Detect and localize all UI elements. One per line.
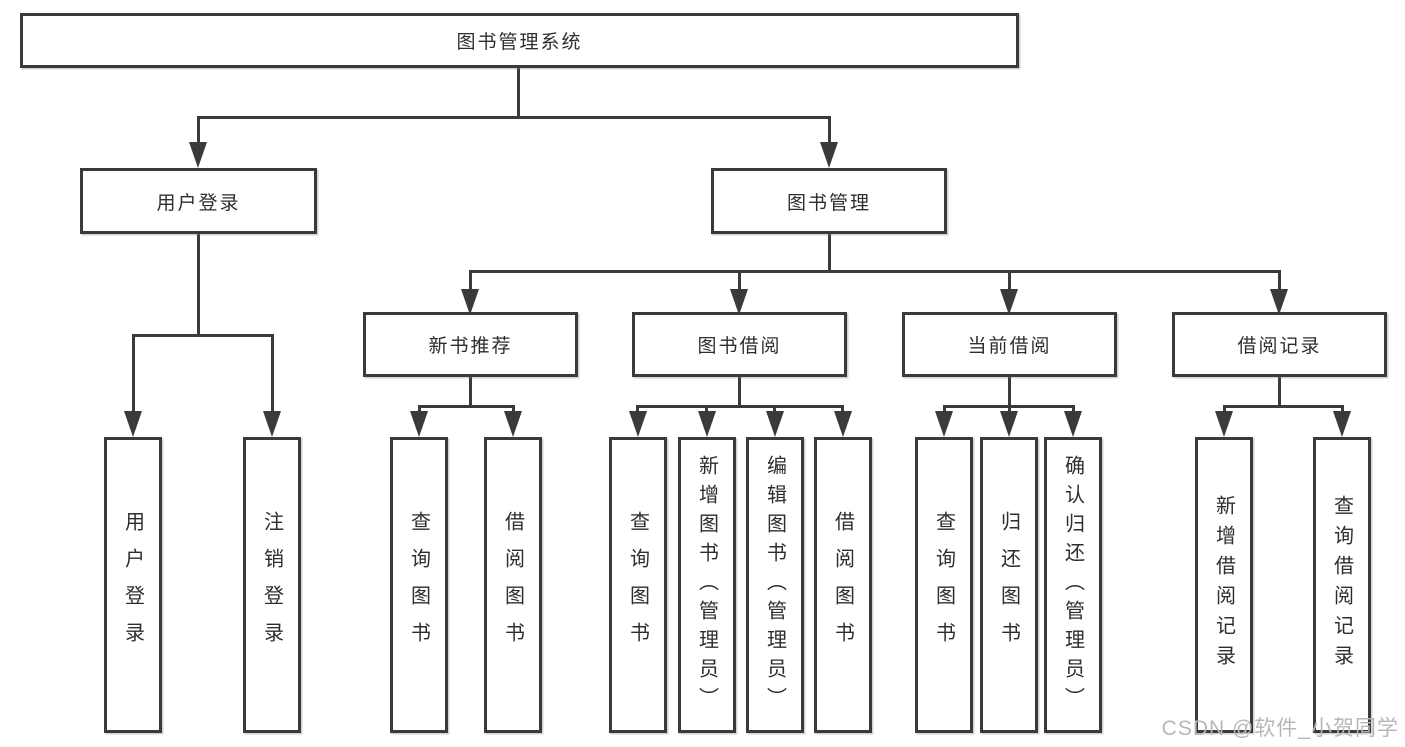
arrow-down-icon bbox=[410, 411, 428, 437]
connector-vline bbox=[1278, 270, 1281, 291]
connector-vline bbox=[1223, 405, 1226, 414]
arrow-down-icon bbox=[935, 411, 953, 437]
node-user-login: 用户登录 bbox=[80, 168, 317, 234]
leaf-records-add-record: 新增借阅记录 bbox=[1195, 437, 1253, 733]
leaf-user-login: 用户登录 bbox=[104, 437, 162, 733]
connector-vline bbox=[1341, 405, 1344, 414]
connector-vline bbox=[841, 405, 844, 414]
watermark: CSDN @软件_小贺同学 bbox=[1161, 717, 1399, 740]
connector-vline bbox=[197, 234, 200, 336]
connector-vline bbox=[469, 377, 472, 408]
leaf-current-confirm-return-admin: 确认归还（管理员） bbox=[1044, 437, 1102, 733]
connector-vline bbox=[197, 116, 200, 144]
connector-vline bbox=[1008, 377, 1011, 408]
leaf-borrow-borrow-books: 借阅图书 bbox=[814, 437, 872, 733]
leaf-borrow-query-books: 查询图书 bbox=[609, 437, 667, 733]
connector-vline bbox=[738, 377, 741, 408]
connector-vline bbox=[469, 270, 472, 291]
connector-hline bbox=[637, 405, 844, 408]
node-new-book-recommend: 新书推荐 bbox=[363, 312, 578, 377]
leaf-current-query-books: 查询图书 bbox=[915, 437, 973, 733]
arrow-down-icon bbox=[1000, 411, 1018, 437]
connector-vline bbox=[517, 68, 520, 119]
arrow-down-icon bbox=[766, 411, 784, 437]
leaf-current-return-books: 归还图书 bbox=[980, 437, 1038, 733]
connector-vline bbox=[828, 116, 831, 144]
arrow-down-icon bbox=[629, 411, 647, 437]
arrow-down-icon bbox=[730, 289, 748, 315]
arrow-down-icon bbox=[263, 411, 281, 437]
connector-vline bbox=[636, 405, 639, 414]
leaf-records-query-record: 查询借阅记录 bbox=[1313, 437, 1371, 733]
connector-hline bbox=[418, 405, 515, 408]
node-borrow-records: 借阅记录 bbox=[1172, 312, 1387, 377]
connector-hline bbox=[469, 270, 1280, 273]
node-library-management-system: 图书管理系统 bbox=[20, 13, 1019, 68]
connector-hline bbox=[132, 334, 274, 337]
connector-vline bbox=[773, 405, 776, 414]
connector-vline bbox=[1008, 270, 1011, 291]
arrow-down-icon bbox=[1333, 411, 1351, 437]
connector-vline bbox=[1278, 377, 1281, 408]
connector-hline bbox=[1223, 405, 1343, 408]
arrow-down-icon bbox=[1215, 411, 1233, 437]
arrow-down-icon bbox=[834, 411, 852, 437]
node-book-management: 图书管理 bbox=[711, 168, 947, 234]
connector-vline bbox=[943, 405, 946, 414]
arrow-down-icon bbox=[820, 142, 838, 168]
arrow-down-icon bbox=[1064, 411, 1082, 437]
connector-vline bbox=[271, 334, 274, 413]
arrow-down-icon bbox=[1270, 289, 1288, 315]
connector-vline bbox=[1008, 405, 1011, 414]
node-current-borrow: 当前借阅 bbox=[902, 312, 1117, 377]
connector-vline bbox=[418, 405, 421, 414]
connector-hline bbox=[197, 116, 830, 119]
leaf-borrow-edit-books-admin: 编辑图书（管理员） bbox=[746, 437, 804, 733]
leaf-newbooks-borrow-books: 借阅图书 bbox=[484, 437, 542, 733]
connector-vline bbox=[828, 234, 831, 272]
node-book-borrow: 图书借阅 bbox=[632, 312, 847, 377]
arrow-down-icon bbox=[1000, 289, 1018, 315]
leaf-newbooks-query-books: 查询图书 bbox=[390, 437, 448, 733]
connector-vline bbox=[132, 334, 135, 413]
arrow-down-icon bbox=[698, 411, 716, 437]
arrow-down-icon bbox=[461, 289, 479, 315]
leaf-borrow-add-books-admin: 新增图书（管理员） bbox=[678, 437, 736, 733]
connector-vline bbox=[738, 270, 741, 291]
connector-vline bbox=[1072, 405, 1075, 414]
leaf-logout-login: 注销登录 bbox=[243, 437, 301, 733]
arrow-down-icon bbox=[124, 411, 142, 437]
arrow-down-icon bbox=[189, 142, 207, 168]
connector-vline bbox=[512, 405, 515, 414]
arrow-down-icon bbox=[504, 411, 522, 437]
connector-vline bbox=[705, 405, 708, 414]
